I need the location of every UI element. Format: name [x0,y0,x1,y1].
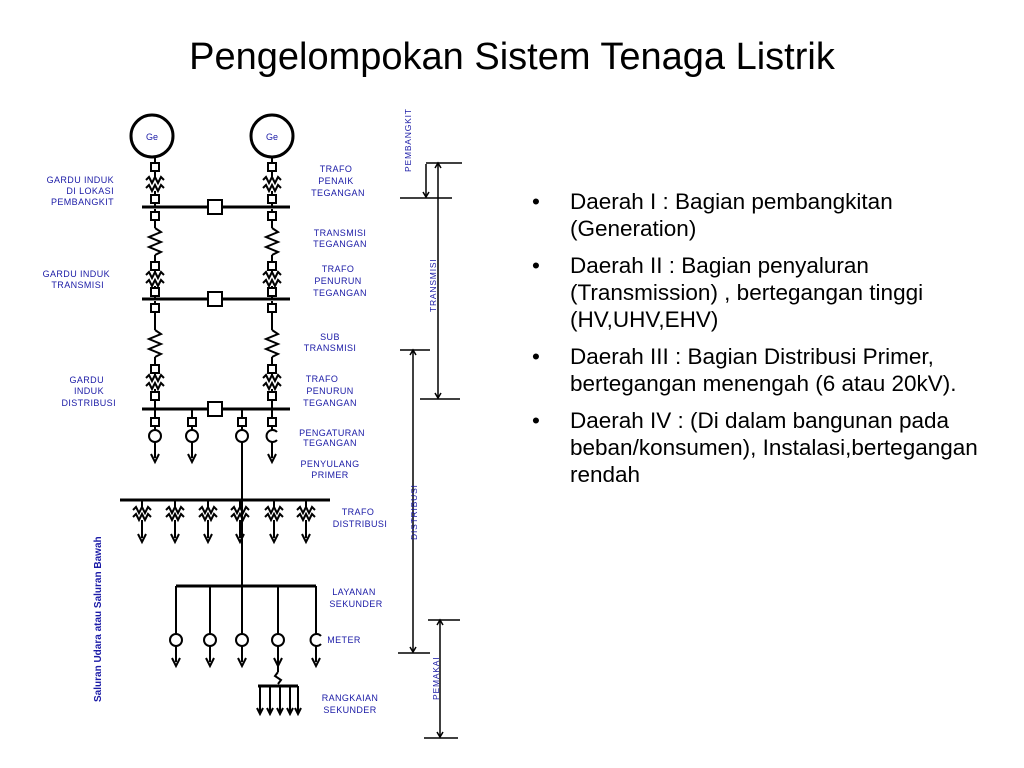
svg-text:SEKUNDER: SEKUNDER [323,705,376,715]
svg-text:TRANSMISI: TRANSMISI [314,228,367,238]
right-labels: TRAFO PENAIK TEGANGAN TRANSMISI TEGANGAN… [299,164,387,715]
svg-text:TEGANGAN: TEGANGAN [313,288,367,298]
left-feeder-chain [145,157,165,408]
svg-text:TEGANGAN: TEGANGAN [303,398,357,408]
bullet-item: Daerah IV : (Di dalam bangunan pada beba… [532,407,1002,488]
zone-label-pemakai: PEMAKAI [431,657,441,700]
slide-title: Pengelompokan Sistem Tenaga Listrik [189,36,835,78]
svg-text:DISTRIBUSI: DISTRIBUSI [333,519,388,529]
svg-text:TRAFO: TRAFO [320,164,353,174]
svg-text:TRAFO: TRAFO [342,507,375,517]
svg-text:PENURUN: PENURUN [314,276,361,286]
bullet-item: Daerah III : Bagian Distribusi Primer, b… [532,343,1002,397]
svg-text:GARDU INDUK: GARDU INDUK [43,269,110,279]
bullet-list: Daerah I : Bagian pembangkitan (Generati… [532,188,1002,498]
svg-text:PENGATURAN: PENGATURAN [299,428,365,438]
right-feeder-chain [262,157,282,408]
generator-2: Ge [249,113,295,159]
side-label-saluran: Saluran Udara atau Saluran Bawah [93,536,104,702]
svg-text:PENAIK: PENAIK [318,176,353,186]
svg-text:METER: METER [327,635,361,645]
busbars [142,199,290,417]
svg-text:DI LOKASI: DI LOKASI [66,186,114,196]
left-labels: GARDU INDUK DI LOKASI PEMBANGKIT GARDU I… [43,175,116,408]
svg-text:LAYANAN: LAYANAN [332,587,375,597]
zone-label-pembangkit: PEMBANGKIT [403,108,413,172]
distribution-transformer [132,500,152,545]
generator-1: Ge [129,113,175,159]
svg-text:DISTRIBUSI: DISTRIBUSI [61,398,116,408]
svg-text:TRAFO: TRAFO [306,374,339,384]
distribution-transformer [264,500,284,545]
svg-text:PENYULANG: PENYULANG [300,459,359,469]
svg-text:TRANSMISI: TRANSMISI [304,343,357,353]
bullet-item: Daerah I : Bagian pembangkitan (Generati… [532,188,1002,242]
svg-text:Ge: Ge [146,132,158,142]
distribution-transformer [165,500,185,545]
zone-bars [398,161,462,739]
zone-label-transmisi: TRANSMISI [428,259,438,312]
svg-text:INDUK: INDUK [74,386,104,396]
secondary-circuit [256,646,302,717]
svg-text:SEKUNDER: SEKUNDER [329,599,382,609]
svg-text:PEMBANGKIT: PEMBANGKIT [51,197,114,207]
svg-text:GARDU INDUK: GARDU INDUK [47,175,114,185]
svg-text:RANGKAIAN: RANGKAIAN [322,693,379,703]
svg-text:TEGANGAN: TEGANGAN [311,188,365,198]
service-meter [309,586,322,669]
svg-text:SUB: SUB [320,332,340,342]
svg-text:TRANSMISI: TRANSMISI [51,280,104,290]
service-meter [169,586,183,669]
bullet-item: Daerah II : Bagian penyaluran (Transmiss… [532,252,1002,333]
svg-text:TEGANGAN: TEGANGAN [303,438,357,448]
power-system-diagram: Ge Ge [43,108,462,739]
distribution-transformer [296,500,316,545]
svg-text:Ge: Ge [266,132,278,142]
svg-text:TEGANGAN: TEGANGAN [313,239,367,249]
svg-text:TRAFO: TRAFO [322,264,355,274]
service-meter [235,586,249,669]
zone-label-distribusi: DISTRIBUSI [409,484,419,540]
svg-text:GARDU: GARDU [69,375,104,385]
distribution-transformer [198,500,218,545]
svg-text:PENURUN: PENURUN [306,386,353,396]
svg-text:PRIMER: PRIMER [311,470,349,480]
service-meter [203,586,217,669]
primary-feeders [148,409,278,586]
distribution-transformer [230,500,250,545]
